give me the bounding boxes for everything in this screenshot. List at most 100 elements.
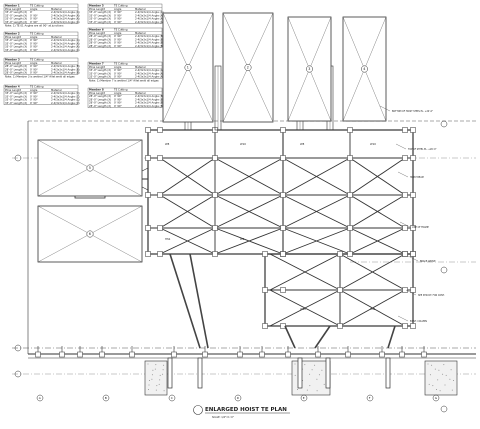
node-plate (410, 225, 416, 231)
table-border (87, 3, 163, 24)
table-header: Member 8 (89, 88, 104, 92)
table-cell: 2-4/3x3x1/4 Angle (A) (135, 71, 163, 75)
node-plate (262, 251, 268, 257)
table-column-header: Pline Lenght (5, 35, 21, 39)
table-cell: 28'-0" Length (X) (89, 97, 111, 101)
node-plate (410, 323, 416, 329)
base-plate (237, 351, 243, 358)
base-plate (259, 351, 265, 358)
node-plate (280, 155, 286, 161)
base-plate (202, 351, 208, 358)
concrete-dot (453, 380, 454, 381)
node-plate (157, 127, 163, 133)
concrete-dot (445, 374, 447, 376)
hoist-box: 5 (37, 139, 143, 197)
grid-bubble (234, 394, 242, 402)
member-tag: W10 (240, 142, 246, 146)
table-subheader: TE Cutting (30, 32, 44, 36)
table-header: Member 2 (5, 32, 20, 36)
table-cell: 33'-0" Length (X) (89, 20, 111, 24)
table-cell: 0' 90° (114, 20, 122, 24)
table-column-header: Angle (114, 31, 122, 35)
table-subheader: TE Cutting (114, 28, 128, 32)
node-plate (347, 225, 353, 231)
node-plate (145, 225, 151, 231)
concrete-dot (444, 384, 446, 386)
pile (167, 357, 173, 389)
node-plate (212, 225, 218, 231)
node-plate (280, 192, 286, 198)
table-cell: 33'-0" Length (X) (5, 20, 27, 24)
table-column-header: Angle (30, 61, 38, 65)
foundation-pier (144, 360, 168, 396)
leader-line (395, 143, 407, 150)
table-cell: 0' 90° (30, 101, 38, 105)
table-column-header: Material (51, 35, 62, 39)
table-cell: 33'-0" Length (X) (5, 94, 27, 98)
table-cell: 2-4/3x3x1/4 Angle (C) (51, 91, 80, 95)
table-cell: 28'-0" Length (X) (89, 41, 111, 45)
table-column-header: Material (51, 7, 62, 11)
table-cell: 2-4/3x3x1/4 Angle (B) (135, 41, 164, 45)
table-cell: 0' 90° (114, 41, 122, 45)
cross-brace (282, 157, 351, 196)
table-cell: 28'-0" Length (X) (89, 34, 111, 38)
concrete-dot (316, 390, 318, 392)
table-cell: 28'-0" Length (X) (5, 71, 27, 75)
table-note: Note: 1) TE 01 Angles are all 90° at jun… (5, 24, 64, 28)
table-column-header: Material (135, 31, 146, 35)
node-plate (280, 127, 286, 133)
table-cell: 2-4/3x3x1/4 Angle (B) (51, 67, 80, 71)
node-plate (157, 155, 163, 161)
table-cell: 33'-0" Length (X) (5, 101, 27, 105)
hoist-bubble (86, 164, 94, 172)
concrete-dot (156, 385, 158, 387)
node-plate (347, 251, 353, 257)
table-cell: 0' 90° (114, 44, 122, 48)
table-cell: 0' 90° (114, 75, 122, 79)
hoist-label: 5 (89, 166, 91, 170)
grid-label: D (237, 396, 240, 400)
table-cell: 2-4/3x3x1/4 Angle (A) (51, 10, 79, 14)
concrete-dot (294, 363, 296, 365)
node-plate (145, 155, 151, 161)
concrete-dot (311, 369, 313, 371)
concrete-dot (434, 368, 436, 370)
concrete-dot (443, 364, 445, 366)
cross-brace (349, 194, 406, 229)
table-cell: 28'-0" Length (X) (89, 44, 111, 48)
node-plate (410, 192, 416, 198)
leader-line (397, 315, 409, 322)
table-column-header: Pline Lenght (5, 88, 21, 92)
hoist-box: 1 (162, 12, 214, 123)
table-column-header: Pline Lenght (89, 91, 105, 95)
node-plate (402, 323, 408, 329)
drop-brace (387, 325, 396, 349)
grid-bubble (432, 394, 440, 402)
cross-brace (214, 157, 284, 196)
table-subheader: TE Cutting (114, 62, 128, 66)
node-plate (280, 323, 286, 329)
concrete-dot (449, 378, 451, 380)
concrete-dot (163, 390, 165, 392)
table-cell: 0' 90° (30, 20, 38, 24)
node-plate (145, 251, 151, 257)
hoist-bubble (184, 64, 192, 71)
table-column-header: Pline Lenght (89, 65, 105, 69)
table-cell: 2-4/3x3x1/4 Angle (A) (51, 17, 79, 21)
hoist-label: 6 (89, 232, 91, 236)
table-cell: 0' 90° (30, 13, 38, 17)
concrete-dot (148, 384, 150, 386)
concrete-dot (316, 378, 318, 380)
table-subheader: TE Cutting (30, 58, 44, 62)
concrete-dot (159, 374, 161, 376)
table-cell: 0' 90° (114, 71, 122, 75)
